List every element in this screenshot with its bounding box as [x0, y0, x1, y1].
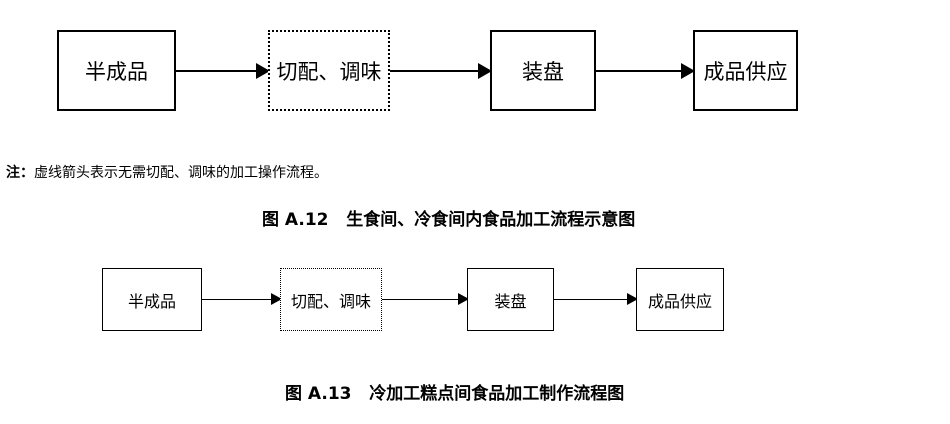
node-cut-season: 切配、调味: [268, 30, 390, 111]
node-label: 装盘: [494, 291, 527, 311]
node-product-supply: 成品供应: [693, 30, 798, 111]
arrow-2: [382, 293, 469, 305]
node-label: 装盘: [522, 59, 564, 84]
diagram-note: 注：虚线箭头表示无需切配、调味的加工操作流程。: [6, 162, 328, 182]
node-plating: 装盘: [467, 268, 554, 331]
node-semi-finished: 半成品: [102, 268, 202, 331]
caption-a12: 图 A.12 生食间、冷食间内食品加工流程示意图: [262, 210, 636, 230]
arrow-3: [596, 63, 695, 79]
node-semi-finished: 半成品: [57, 30, 176, 111]
node-product-supply: 成品供应: [636, 268, 724, 331]
node-label: 半成品: [85, 59, 148, 84]
node-cut-season: 切配、调味: [280, 268, 382, 331]
arrow-2: [390, 63, 492, 79]
arrow-1: [202, 293, 282, 305]
node-plating: 装盘: [490, 30, 596, 111]
note-text: 虚线箭头表示无需切配、调味的加工操作流程。: [34, 165, 328, 181]
node-label: 切配、调味: [290, 291, 371, 311]
arrow-3: [554, 293, 638, 305]
caption-a13: 图 A.13 冷加工糕点间食品加工制作流程图: [285, 384, 625, 404]
node-label: 半成品: [127, 291, 176, 311]
arrow-1: [176, 63, 270, 79]
node-label: 成品供应: [703, 59, 788, 84]
node-label: 成品供应: [647, 291, 712, 311]
note-label: 注：: [6, 165, 34, 181]
node-label: 切配、调味: [276, 59, 382, 84]
